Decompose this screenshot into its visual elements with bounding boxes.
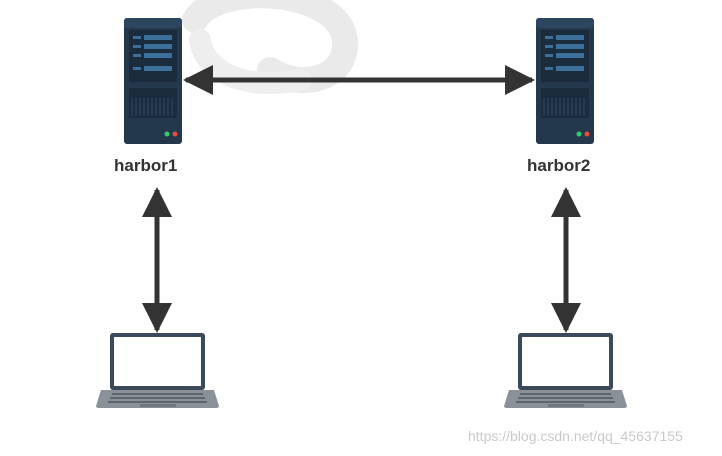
laptop-icon-left (96, 333, 219, 408)
background-logo-watermark (182, 0, 359, 94)
watermark-url: https://blog.csdn.net/qq_45637155 (468, 428, 683, 444)
server-label-harbor2: harbor2 (527, 156, 591, 175)
server-icon-harbor2 (536, 18, 594, 144)
laptop-icon-right (504, 333, 627, 408)
status-led-red-icon (584, 131, 590, 137)
server-icon-harbor1 (124, 18, 182, 144)
server-label-harbor1: harbor1 (114, 156, 178, 175)
status-led-red-icon (172, 131, 178, 137)
status-led-green-icon (164, 131, 170, 137)
status-led-green-icon (576, 131, 582, 137)
